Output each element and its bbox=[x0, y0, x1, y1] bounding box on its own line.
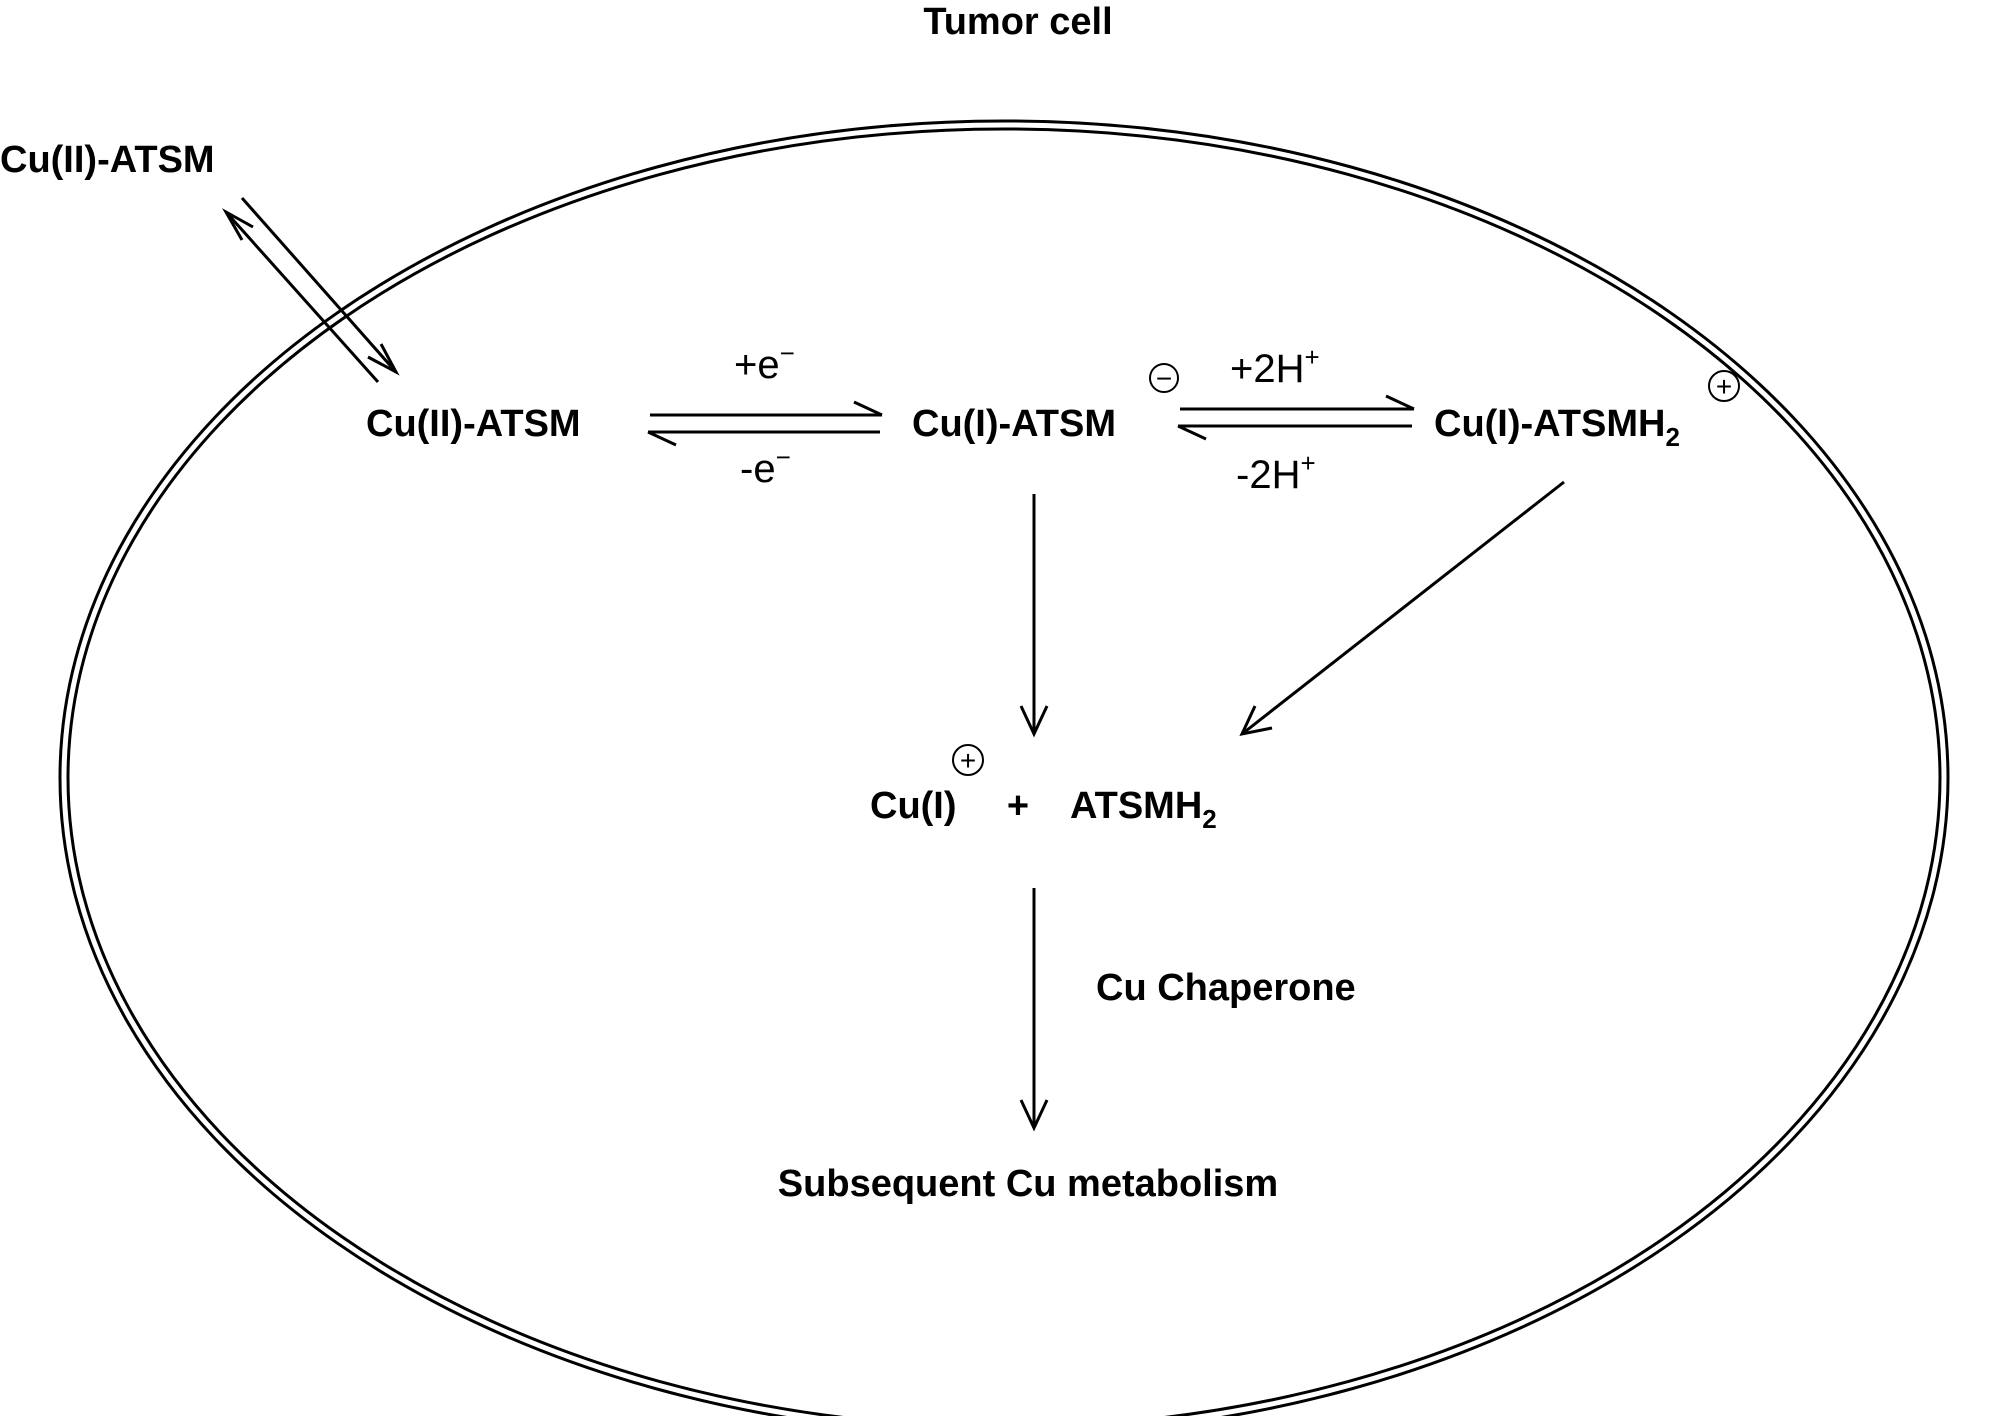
membrane-transport-arrows bbox=[222, 197, 400, 383]
svg-text:+: + bbox=[1716, 371, 1732, 402]
protonation-reverse-label: -2H+ bbox=[1236, 448, 1316, 497]
cu-chaperone-label: Cu Chaperone bbox=[1096, 967, 1356, 1009]
reduction-equilibrium-arrows bbox=[647, 400, 883, 447]
product-atsmh2: ATSMH2 bbox=[1070, 785, 1217, 834]
protonation-forward-label: +2H+ bbox=[1230, 342, 1320, 391]
node-cu2-atsm: Cu(II)-ATSM bbox=[366, 403, 581, 445]
positive-charge-symbol: + bbox=[1708, 370, 1740, 402]
cell-membrane bbox=[58, 119, 1950, 1416]
extracellular-cu2-atsm-label: Cu(II)-ATSM bbox=[0, 139, 215, 181]
svg-text:−: − bbox=[1156, 363, 1172, 394]
svg-text:+: + bbox=[960, 745, 976, 776]
arrow-cu1-atsm-to-products bbox=[1019, 494, 1049, 738]
node-cu1-atsm: Cu(I)-ATSM bbox=[912, 403, 1116, 445]
products-plus-sign: + bbox=[1007, 785, 1029, 827]
arrow-products-to-metabolism bbox=[1019, 888, 1049, 1132]
product-cu1-positive-charge: + bbox=[952, 744, 984, 776]
reduction-forward-label: +e− bbox=[734, 338, 795, 387]
diagram-title: Tumor cell bbox=[923, 1, 1112, 43]
node-cu1-atsmh2: Cu(I)-ATSMH2 bbox=[1434, 403, 1680, 452]
product-cu1: Cu(I) bbox=[870, 785, 957, 827]
node-subsequent-cu-metabolism: Subsequent Cu metabolism bbox=[778, 1163, 1278, 1205]
arrow-cu1-atsmh2-to-products bbox=[1239, 480, 1565, 737]
reduction-reverse-label: -e− bbox=[740, 442, 791, 491]
protonation-equilibrium-arrows bbox=[1177, 394, 1415, 441]
negative-charge-symbol: − bbox=[1149, 363, 1179, 394]
